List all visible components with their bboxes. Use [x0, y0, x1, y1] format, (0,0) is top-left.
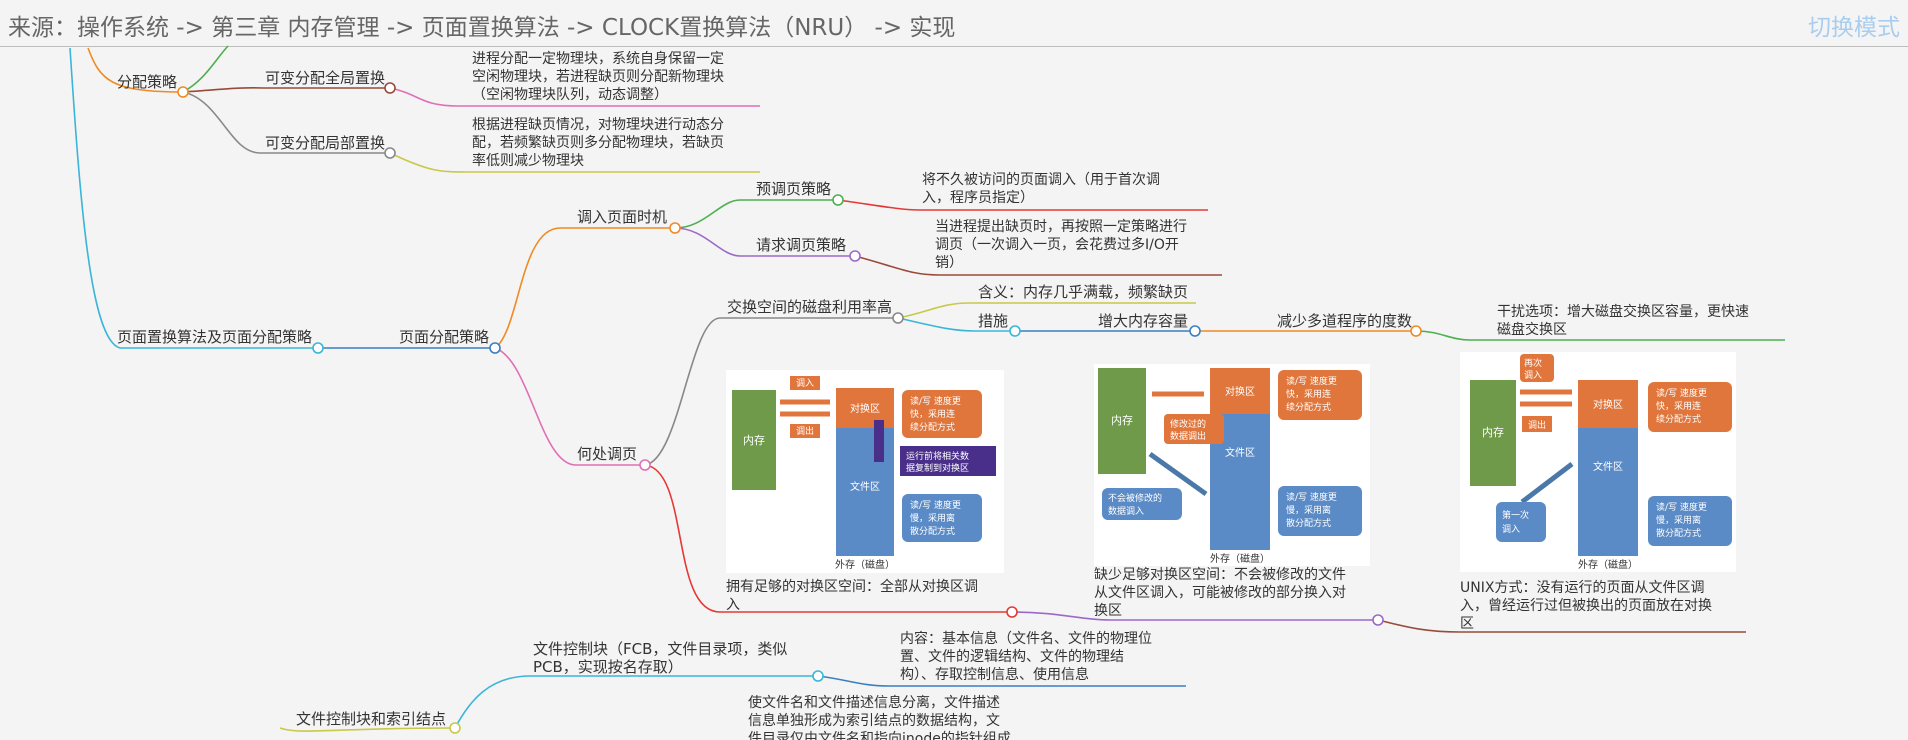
fig3-file-label: 文件区 — [1593, 460, 1623, 473]
fig3-first-1: 调入 — [1502, 524, 1520, 535]
figure-enough-swap: 内存 对换区 文件区 外存（磁盘） 调入 调出 读/写 速度更 快，采用连 续分… — [726, 370, 1004, 573]
fig2-modified-0: 修改过的 — [1170, 418, 1206, 430]
fig1-in-label: 调入 — [796, 378, 814, 389]
node-reduce-deg[interactable]: 减少多道程序的度数 — [1277, 312, 1413, 330]
fig3-first-0: 第一次 — [1502, 509, 1529, 521]
fig2-slow-1: 慢，采用离 — [1286, 504, 1331, 516]
node-root[interactable]: 页面置换算法及页面分配策略 — [117, 328, 313, 346]
node-measure[interactable]: 措施 — [978, 312, 1009, 330]
fig3-again-1: 调入 — [1524, 370, 1542, 381]
switch-mode-button[interactable]: 切换模式 — [1808, 15, 1900, 41]
note-case2: 缺少足够对换区空间：不会被修改的文件从文件区调入，可能被修改的部分换入对换区 — [1094, 567, 1346, 619]
fig3-fast-0: 读/写 速度更 — [1656, 387, 1707, 399]
fig1-swap-label: 对换区 — [850, 402, 880, 415]
fig1-mem-label: 内存 — [743, 433, 765, 447]
fig1-slow-1: 慢，采用离 — [910, 512, 955, 524]
fig1-fast-0: 读/写 速度更 — [910, 395, 961, 407]
node-when-load[interactable]: 调入页面时机 — [577, 208, 668, 226]
top-bar: 来源：操作系统 -> 第三章 内存管理 -> 页面置换算法 -> CLOCK置换… — [0, 0, 1908, 47]
fig3-again-0: 再次 — [1524, 357, 1542, 369]
note-case1: 拥有足够的对换区空间：全部从对换区调入 — [726, 579, 978, 613]
fig1-file-label: 文件区 — [850, 480, 880, 493]
node-fcb-index[interactable]: 文件控制块和索引结点 — [296, 710, 447, 728]
fig3-fast-1: 快，采用连 — [1656, 400, 1701, 412]
fig3-mem-label: 内存 — [1482, 425, 1504, 439]
fig2-fast-0: 读/写 速度更 — [1286, 375, 1337, 387]
fig2-file-label: 文件区 — [1225, 446, 1255, 459]
fig1-disk-label: 外存（磁盘） — [835, 558, 895, 571]
note-var-global: 进程分配一定物理块，系统自身保留一定空闲物理块，若进程缺页则分配新物理块（空闲物… — [472, 51, 724, 103]
fig1-fast-2: 续分配方式 — [910, 421, 955, 433]
fig1-slow-2: 散分配方式 — [910, 525, 955, 537]
figure-lack-swap-svg: 内存 对换区 文件区 外存（磁盘） 修改过的 数据调出 不会被修改的 数据调入 … — [1098, 368, 1362, 565]
node-add-mem[interactable]: 增大内存容量 — [1098, 312, 1189, 330]
fig2-slow-2: 散分配方式 — [1286, 517, 1331, 529]
node-page-alloc[interactable]: 页面分配策略 — [399, 328, 490, 346]
node-var-local[interactable]: 可变分配局部置换 — [265, 134, 386, 152]
figure-unix: 内存 对换区 文件区 外存（磁盘） 再次 调入 调出 第一次 调入 读/写 速度… — [1460, 352, 1736, 572]
fig1-out-label: 调出 — [796, 425, 814, 437]
fig2-swap-label: 对换区 — [1225, 385, 1255, 398]
note-case3: UNIX方式：没有运行的页面从文件区调入，曾经运行过但被换出的页面放在对换区 — [1460, 580, 1712, 632]
fig3-swap-label: 对换区 — [1593, 398, 1623, 411]
fig3-disk-label: 外存（磁盘） — [1578, 558, 1638, 571]
fig3-slow-0: 读/写 速度更 — [1656, 501, 1707, 513]
node-var-global[interactable]: 可变分配全局置换 — [265, 69, 386, 87]
figure-enough-swap-svg: 内存 对换区 文件区 外存（磁盘） 调入 调出 读/写 速度更 快，采用连 续分… — [732, 376, 996, 571]
fig3-out-label: 调出 — [1528, 419, 1546, 431]
note-interfere: 干扰选项：增大磁盘交换区容量，更快速磁盘交换区 — [1497, 304, 1749, 338]
fig2-unmodified-0: 不会被修改的 — [1108, 492, 1162, 504]
fig2-unmodified-1: 数据调入 — [1108, 505, 1144, 517]
node-demand[interactable]: 请求调页策略 — [756, 236, 847, 254]
figure-unix-svg: 内存 对换区 文件区 外存（磁盘） 再次 调入 调出 第一次 调入 读/写 速度… — [1470, 354, 1732, 571]
fig1-fast-1: 快，采用连 — [910, 408, 955, 420]
fig2-disk-label: 外存（磁盘） — [1210, 552, 1270, 565]
note-index: 使文件名和文件描述信息分离，文件描述信息单独形成为索引结点的数据结构，文件目录仅… — [748, 695, 1011, 740]
fig2-mem-label: 内存 — [1111, 413, 1133, 427]
node-prepaging[interactable]: 预调页策略 — [756, 180, 832, 198]
fig3-fast-2: 续分配方式 — [1656, 413, 1701, 425]
fig3-slow-1: 慢，采用离 — [1656, 514, 1701, 526]
fig2-fast-1: 快，采用连 — [1286, 388, 1331, 400]
fig1-slow-0: 读/写 速度更 — [910, 499, 961, 511]
fig1-copy-0: 运行前将相关数 — [906, 450, 969, 462]
note-prepaging: 将不久被访问的页面调入（用于首次调入，程序员指定） — [922, 172, 1160, 206]
node-swap-util[interactable]: 交换空间的磁盘利用率高 — [727, 298, 893, 316]
fig2-modified-1: 数据调出 — [1170, 430, 1206, 442]
fig2-slow-0: 读/写 速度更 — [1286, 491, 1337, 503]
node-where-load[interactable]: 何处调页 — [577, 445, 638, 463]
note-demand: 当进程提出缺页时，再按照一定策略进行调页（一次调入一页，会花费过多I/O开销） — [935, 219, 1187, 271]
fig3-slow-2: 散分配方式 — [1656, 527, 1701, 539]
note-fcb-content: 内容：基本信息（文件名、文件的物理位置、文件的逻辑结构、文件的物理结构）、存取控… — [900, 631, 1152, 683]
node-meaning[interactable]: 含义：内存几乎满载，频繁缺页 — [978, 283, 1189, 301]
breadcrumb: 来源：操作系统 -> 第三章 内存管理 -> 页面置换算法 -> CLOCK置换… — [8, 15, 956, 41]
fig1-copy-1: 据复制到对换区 — [906, 462, 969, 474]
note-var-local: 根据进程缺页情况，对物理块进行动态分配，若频繁缺页则多分配物理块，若缺页率低则减… — [472, 117, 724, 169]
figure-lack-swap: 内存 对换区 文件区 外存（磁盘） 修改过的 数据调出 不会被修改的 数据调入 … — [1094, 364, 1370, 566]
node-alloc-strategy[interactable]: 分配策略 — [117, 73, 178, 91]
fig2-fast-2: 续分配方式 — [1286, 401, 1331, 413]
